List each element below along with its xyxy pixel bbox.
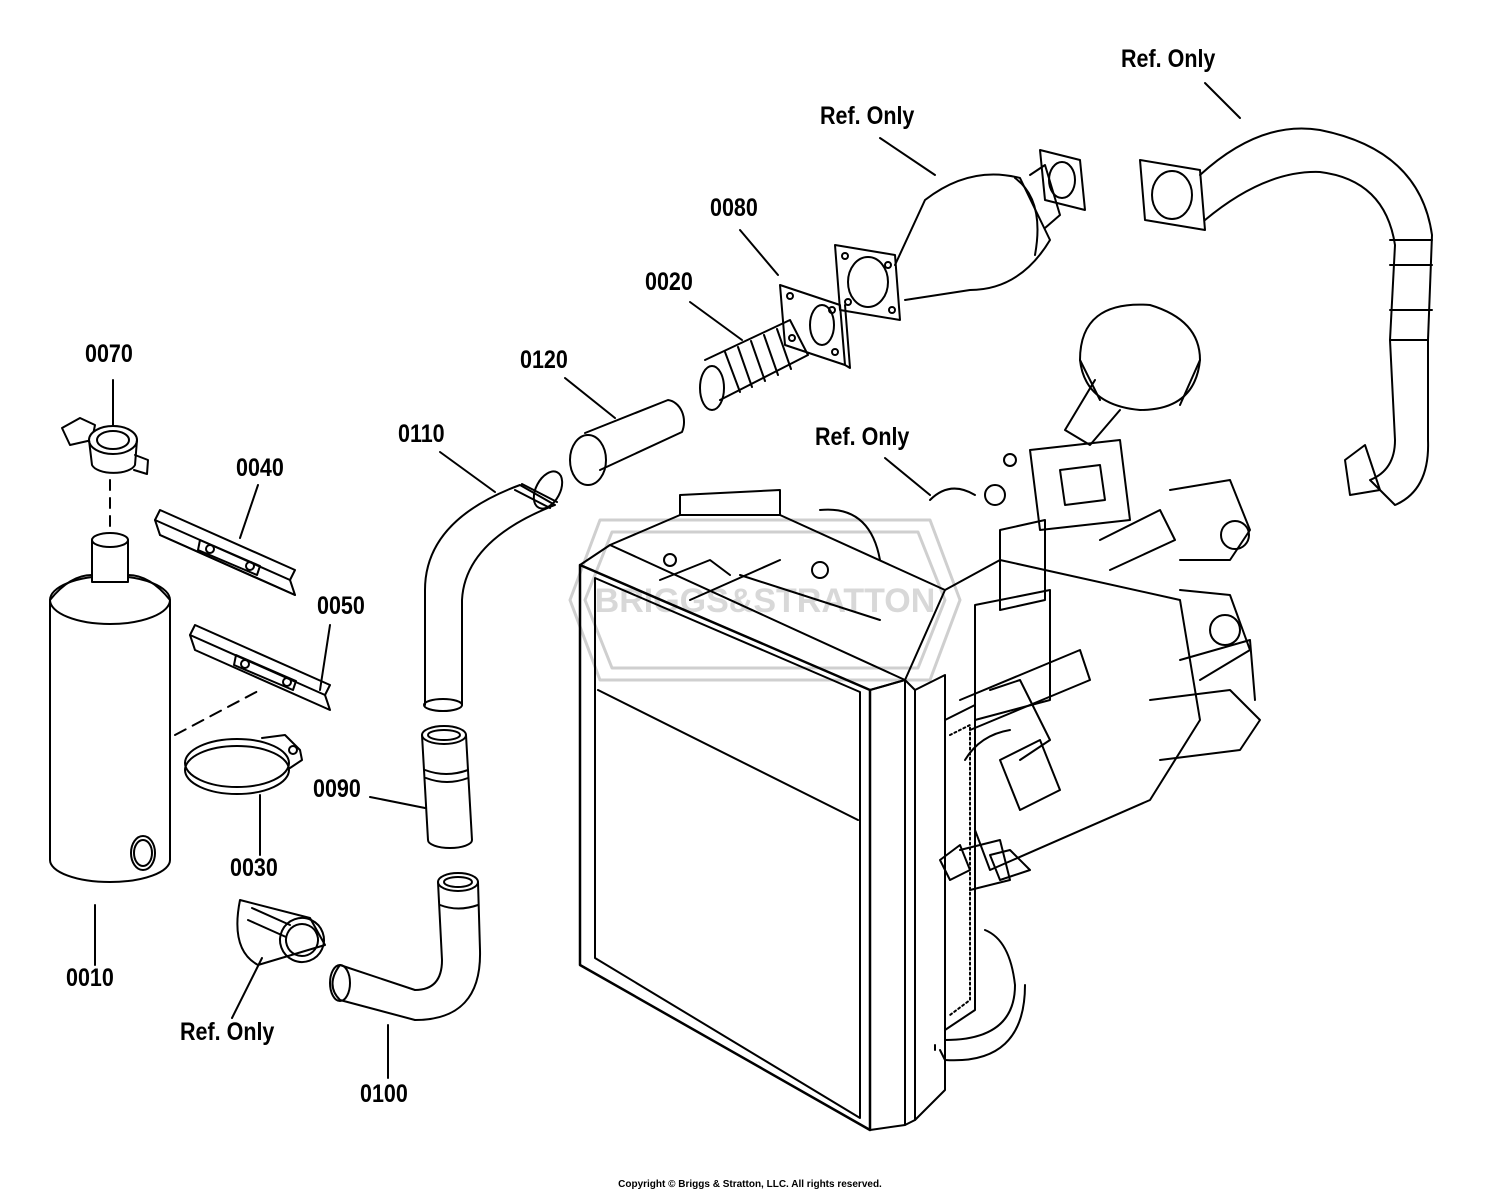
ref-exhaust-elbow — [1139, 127, 1433, 506]
callout-0020: 0020 — [645, 268, 693, 296]
callout-ref-only-coupler: Ref. Only — [180, 1018, 275, 1046]
muffler-0010 — [49, 532, 171, 883]
leader-lines — [94, 82, 1241, 1079]
callout-0030: 0030 — [230, 854, 278, 882]
tube-0090 — [421, 725, 473, 849]
flange-plate-0080 — [779, 284, 851, 369]
bracket-0040 — [154, 509, 296, 596]
rain-cap-0070 — [61, 417, 149, 531]
callout-0050: 0050 — [317, 592, 365, 620]
callout-0070: 0070 — [85, 340, 133, 368]
watermark-text: BRIGGS&STRATTON — [595, 582, 936, 620]
callout-0110: 0110 — [398, 420, 445, 448]
callout-0090: 0090 — [313, 775, 361, 803]
callout-0010: 0010 — [66, 964, 114, 992]
band-clamp-0030 — [184, 734, 303, 795]
elbow-pipe-0110 — [423, 470, 564, 712]
callout-0120: 0120 — [520, 346, 568, 374]
ref-catalytic-converter — [834, 149, 1086, 321]
tube-0120 — [569, 399, 685, 486]
callout-ref-only-engine: Ref. Only — [815, 423, 910, 451]
callout-ref-only-catalyst: Ref. Only — [820, 102, 915, 130]
callout-0080: 0080 — [710, 194, 758, 222]
ref-engine-radiator-assembly — [578, 303, 1261, 1132]
ref-coupler-pipe — [236, 899, 326, 966]
flex-pipe-0020 — [699, 304, 835, 411]
elbow-pipe-0100 — [329, 872, 482, 1021]
copyright-notice: Copyright © Briggs & Stratton, LLC. All … — [618, 1179, 882, 1190]
callout-0040: 0040 — [236, 454, 284, 482]
callout-0100: 0100 — [360, 1080, 408, 1108]
callout-ref-only-top-right: Ref. Only — [1121, 45, 1216, 73]
brand-watermark: BRIGGS&STRATTON — [568, 518, 962, 682]
bracket-0050 — [174, 624, 331, 736]
